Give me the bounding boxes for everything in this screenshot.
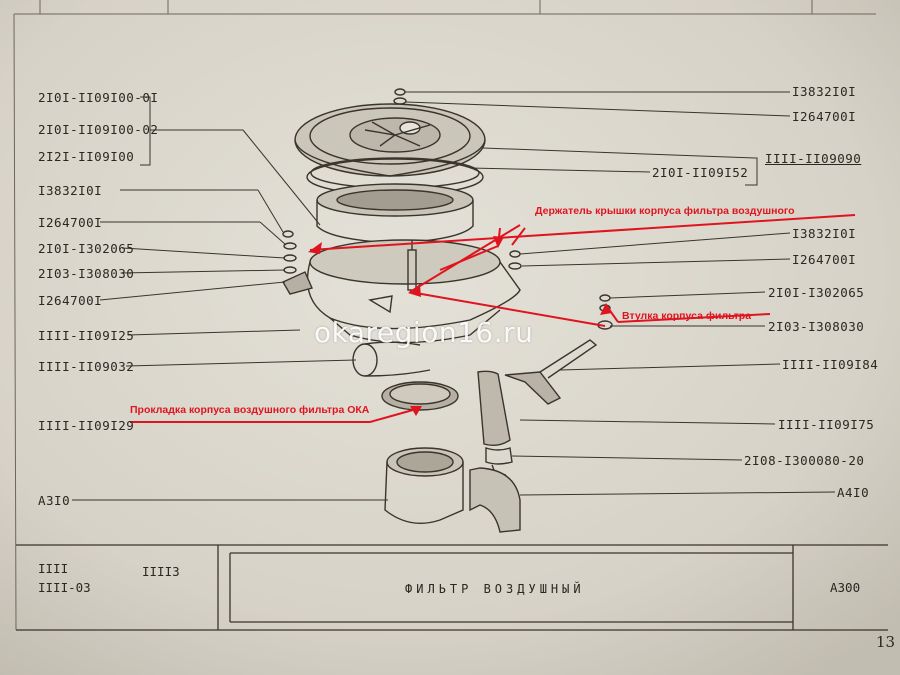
model-1111: IIII xyxy=(38,561,69,576)
model-1111-03: IIII-03 xyxy=(38,580,91,595)
label-bracket: IIII-II09I84 xyxy=(782,357,879,372)
label-left-nut: I3832I0I xyxy=(38,183,103,198)
leader-lines xyxy=(72,91,836,501)
annotation-cover-holder: Держатель крышки корпуса фильтра воздушн… xyxy=(535,205,795,217)
label-clamp: 2I08-I300080-20 xyxy=(744,453,865,468)
page-number: 13 xyxy=(876,633,896,651)
label-filter-assembly: IIII-II09090 xyxy=(765,151,862,166)
label-right-washer: I264700I xyxy=(792,252,857,267)
label-right-2103-1308030: 2I03-I308030 xyxy=(768,319,865,334)
label-air-filter-body-01: 2I0I-II09I00-0I xyxy=(38,90,159,105)
annotation-lines xyxy=(130,214,856,423)
model-11113: IIII3 xyxy=(142,564,180,579)
label-left-2103-1308030: 2I03-I308030 xyxy=(38,266,135,281)
label-right-washer-top: I264700I xyxy=(792,109,857,124)
watermark: okaregion16.ru xyxy=(314,316,534,349)
label-left-bushing: 2I0I-I302065 xyxy=(38,241,135,256)
label-a410: A4I0 xyxy=(837,485,870,500)
sheet-title: ФИЛЬТР ВОЗДУШНЫЙ xyxy=(405,582,585,596)
label-right-nut-top: I3832I0I xyxy=(792,84,857,99)
title-block-frame xyxy=(16,544,888,631)
label-hose: IIII-II09I75 xyxy=(778,417,875,432)
label-a310: A3I0 xyxy=(38,493,71,508)
label-air-filter-body-2121: 2I2I-II09I00 xyxy=(38,149,135,164)
sheet-code: A300 xyxy=(830,580,861,595)
label-right-nut: I3832I0I xyxy=(792,226,857,241)
label-housing: IIII-II09032 xyxy=(38,359,135,374)
label-left-washer-2: I264700I xyxy=(38,293,103,308)
annotation-filter-bushing: Втулка корпуса фильтра xyxy=(622,310,752,322)
label-gasket: IIII-II09I29 xyxy=(38,418,135,433)
exploded-view-drawing xyxy=(282,88,613,533)
label-cover-holder: IIII-II09I25 xyxy=(38,328,135,343)
label-right-bushing: 2I0I-I302065 xyxy=(768,285,865,300)
label-air-filter-body-02: 2I0I-II09I00-02 xyxy=(38,122,159,137)
annotation-gasket: Прокладка корпуса воздушного фильтра ОКА xyxy=(130,404,370,416)
label-left-washer-1: I264700I xyxy=(38,215,103,230)
label-filter-element: 2I0I-II09I52 xyxy=(652,165,749,180)
annotation-arrowheads xyxy=(308,236,612,416)
